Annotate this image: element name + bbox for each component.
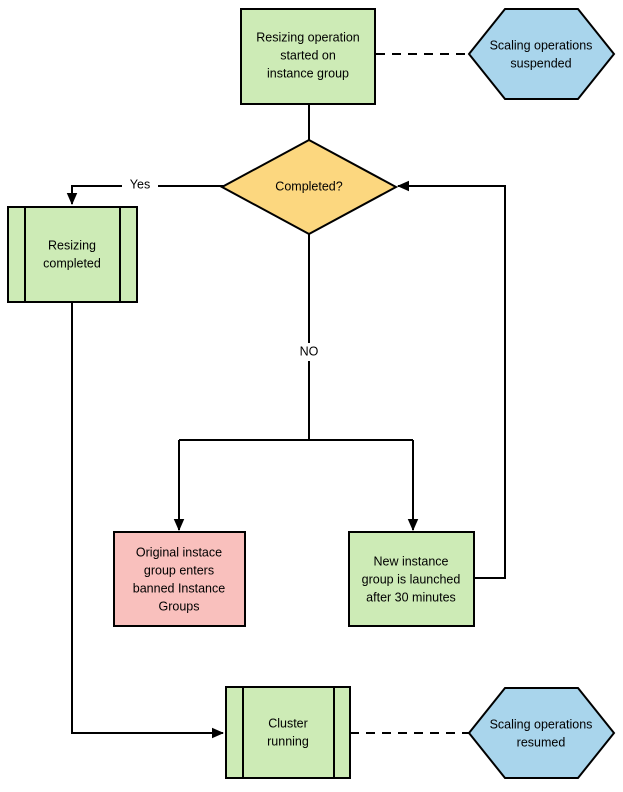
node-completed-decision[interactable]: Completed? (219, 138, 399, 236)
connector-resizing-completed-to-cluster-running (71, 302, 224, 739)
node-resizing-operation-started-line-1: Resizing operation (256, 30, 360, 44)
node-original-group-banned[interactable]: Original instace group enters banned Ins… (113, 531, 246, 627)
node-scaling-operations-resumed-line-2: resumed (517, 735, 566, 749)
node-scaling-operations-resumed-body (467, 687, 616, 779)
node-resizing-operation-started[interactable]: Resizing operation started on instance g… (240, 8, 376, 105)
node-resizing-completed[interactable]: Resizing completed (7, 206, 138, 303)
node-resizing-completed-line-2: completed (43, 256, 101, 270)
node-original-group-banned-line-2: group enters (144, 563, 214, 577)
node-scaling-operations-suspended-line-1: Scaling operations (490, 38, 593, 52)
edge-label-no-text: NO (300, 344, 319, 358)
node-resizing-operation-started-line-2: started on (280, 48, 336, 62)
node-resizing-operation-started-body (240, 8, 376, 105)
node-resizing-completed-line-1: Resizing (48, 238, 96, 252)
node-cluster-running[interactable]: Cluster running (225, 686, 351, 779)
node-new-instance-group-launched-body (348, 531, 475, 627)
node-scaling-operations-suspended-body (467, 8, 616, 100)
node-new-instance-group-launched[interactable]: New instance group is launched after 30 … (348, 531, 475, 627)
node-scaling-operations-suspended[interactable]: Scaling operations suspended (467, 8, 616, 100)
edge-label-yes-backdrop (122, 177, 158, 194)
node-new-instance-group-launched-line-3: after 30 minutes (366, 590, 456, 604)
node-new-instance-group-launched-line-2: group is launched (362, 572, 461, 586)
edge-label-no-backdrop (294, 343, 324, 361)
node-original-group-banned-line-1: Original instace (136, 545, 222, 559)
node-resizing-completed-body (7, 206, 138, 303)
connector-new-group-back-to-decision (397, 180, 506, 579)
node-completed-decision-body (219, 138, 399, 236)
node-original-group-banned-body (113, 531, 246, 627)
node-original-group-banned-line-3: banned Instance (133, 581, 225, 595)
node-scaling-operations-resumed-line-1: Scaling operations (490, 717, 593, 731)
node-scaling-operations-suspended-line-2: suspended (510, 56, 571, 70)
node-resizing-operation-started-line-3: instance group (267, 66, 349, 80)
edge-label-yes: Yes (122, 177, 158, 194)
node-cluster-running-line-1: Cluster (268, 716, 308, 730)
edge-label-no: NO (294, 343, 324, 361)
node-completed-decision-label: Completed? (275, 179, 342, 193)
node-original-group-banned-line-4: Groups (159, 599, 200, 613)
node-cluster-running-body (225, 686, 351, 779)
node-new-instance-group-launched-line-1: New instance (373, 554, 448, 568)
connector-decision-yes-to-resizing-completed (66, 185, 225, 205)
node-cluster-running-line-2: running (267, 734, 309, 748)
node-scaling-operations-resumed[interactable]: Scaling operations resumed (467, 687, 616, 779)
edge-label-yes-text: Yes (130, 177, 150, 191)
